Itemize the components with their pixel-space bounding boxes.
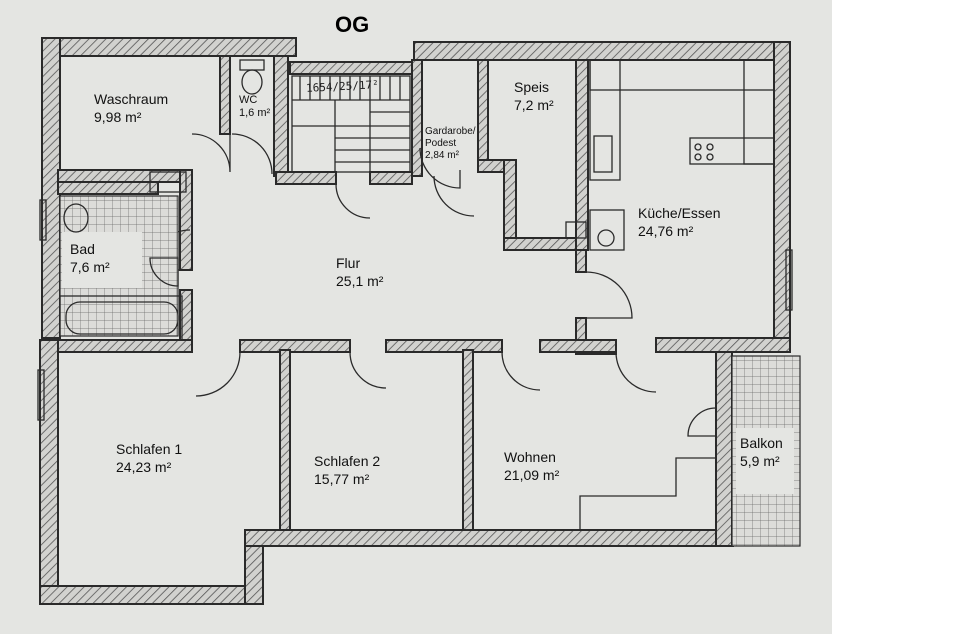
room-schlafen-2: Schlafen 2 15,77 m² [314,452,380,488]
room-name: Waschraum [94,91,169,107]
fixtures [37,59,801,547]
floor-title: OG [335,12,370,37]
room-name: Balkon [740,435,783,451]
room-flur: Flur 25,1 m² [336,254,383,290]
room-area: 24,23 m² [116,459,172,475]
room-area: 2,84 m² [425,150,459,161]
room-bad: Bad 7,6 m² [70,240,110,276]
room-wohnen: Wohnen 21,09 m² [504,448,559,484]
room-schlafen-1: Schlafen 1 24,23 m² [116,440,182,476]
room-balkon: Balkon 5,9 m² [740,434,783,470]
room-name: Wohnen [504,449,556,465]
room-speis: Speis 7,2 m² [514,78,554,114]
interior-walls [57,55,617,531]
room-name-line2: Podest [425,138,457,149]
room-area: 21,09 m² [504,467,560,483]
room-waschraum: Waschraum 9,98 m² [94,90,168,126]
room-name: Gardarobe/ [425,126,476,137]
room-area: 15,77 m² [314,471,370,487]
room-area: 25,1 m² [336,273,384,289]
room-name: Speis [514,79,550,95]
room-area: 1,6 m² [239,107,271,119]
room-name: Küche/Essen [638,205,721,221]
room-area: 9,98 m² [94,109,142,125]
room-kueche: Küche/Essen 24,76 m² [638,204,721,240]
room-name: Bad [70,241,95,257]
room-wc: WC 1,6 m² [239,94,270,120]
room-gardarobe: Gardarobe/ Podest 2,84 m² [425,126,476,162]
staircase [291,75,411,173]
room-name: WC [239,94,258,106]
floor-plan-drawing [37,37,801,605]
doors [149,133,717,437]
room-name: Flur [336,255,361,271]
room-area: 7,2 m² [514,97,554,113]
room-name: Schlafen 2 [314,453,381,469]
room-area: 5,9 m² [740,453,780,469]
exterior-walls [39,37,791,605]
room-area: 7,6 m² [70,259,110,275]
room-name: Schlafen 1 [116,441,183,457]
room-area: 24,76 m² [638,223,694,239]
